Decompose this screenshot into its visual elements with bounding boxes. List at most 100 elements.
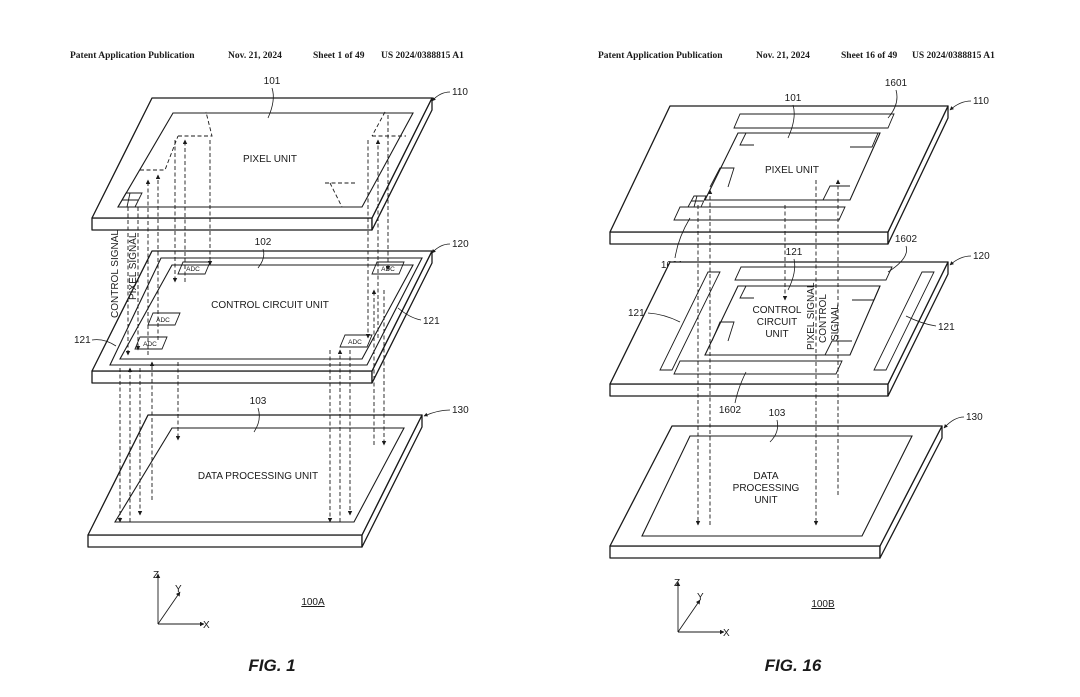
right-pixel-grid — [687, 195, 707, 208]
left-arrow-120 — [431, 243, 451, 254]
right-bar-1601-bottom — [673, 206, 846, 221]
left-leader-103 — [253, 407, 260, 433]
left-header-sheet: Sheet 1 of 49 — [313, 51, 365, 61]
left-ref-130: 130 — [452, 405, 469, 416]
right-data-layer: DATA PROCESSING UNIT 103 130 — [609, 408, 983, 559]
right-pixel-layer-front-edge — [609, 231, 889, 245]
right-control-inner-regions — [711, 285, 881, 356]
left-adc-box-low-right — [339, 334, 373, 348]
left-ref-101: 101 — [264, 76, 281, 87]
right-axis-z: Z — [674, 578, 680, 589]
left-adc-label-4: ADC — [143, 341, 157, 348]
left-leader-102 — [257, 248, 265, 269]
right-signal-lines — [695, 179, 841, 526]
left-control-circuit-unit-label: CONTROL CIRCUIT UNIT — [211, 300, 329, 311]
left-control-signal-label: CONTROL SIGNAL — [110, 230, 121, 318]
right-pixel-unit-area — [704, 132, 881, 201]
left-data-layer-top — [87, 414, 423, 536]
left-ref-121-left: 121 — [74, 335, 91, 346]
left-adc-box-top-right — [371, 261, 405, 275]
left-ref-103: 103 — [250, 396, 267, 407]
left-data-layer: DATA PROCESSING UNIT 103 130 — [87, 396, 469, 548]
right-leader-121-left — [647, 312, 681, 323]
right-control-layer-top — [609, 261, 949, 385]
right-data-layer-top — [609, 425, 943, 547]
left-header-date: Nov. 21, 2024 — [228, 51, 282, 61]
left-ref-121-right: 121 — [423, 316, 440, 327]
right-side-bar-right — [873, 271, 935, 371]
right-leader-1601-bottom — [674, 217, 691, 259]
right-control-layer: CONTROL CIRCUIT UNIT PIXEL SIGNAL CONTRO… — [609, 234, 990, 416]
right-bar-1602-top — [734, 266, 893, 281]
left-pixel-layer-top — [91, 97, 433, 219]
right-ref-130: 130 — [966, 412, 983, 423]
right-leader-121-top — [787, 258, 796, 291]
left-ref-110: 110 — [452, 87, 468, 98]
left-signal-lines-upper — [125, 115, 391, 356]
right-control-layer-front-edge — [609, 383, 889, 397]
left-pixel-layer-front-edge — [91, 217, 373, 231]
left-control-border — [109, 257, 423, 366]
left-leader-101 — [267, 87, 274, 119]
left-arrow-110 — [431, 91, 451, 102]
left-pixel-signal-label: PIXEL SIGNAL — [128, 232, 139, 300]
right-bar-1601-top — [733, 113, 895, 129]
right-axis-x: X — [723, 628, 730, 639]
right-arrow-110 — [949, 100, 972, 111]
left-arrow-130 — [423, 409, 451, 417]
right-leader-1601-top — [887, 89, 898, 119]
left-data-layer-front-edge — [87, 534, 363, 548]
right-data-label-2: PROCESSING — [733, 483, 800, 494]
right-control-label-3: UNIT — [765, 329, 788, 340]
left-pixel-unit-label: PIXEL UNIT — [243, 154, 297, 165]
right-data-layer-front-edge — [609, 545, 881, 559]
left-leader-121-left — [91, 339, 117, 347]
right-control-signal-label-2: SIGNAL — [830, 304, 841, 341]
right-control-label-1: CONTROL — [753, 305, 802, 316]
right-data-label-3: UNIT — [754, 495, 777, 506]
left-axis-x: X — [203, 620, 210, 631]
left-ref-102: 102 — [255, 237, 272, 248]
right-ref-103: 103 — [769, 408, 786, 419]
left-data-unit-area — [114, 427, 405, 523]
left-signal-lines-lower — [117, 289, 387, 523]
right-ref-110: 110 — [973, 96, 989, 107]
left-leader-121-right — [397, 307, 422, 321]
right-arrow-120 — [949, 255, 972, 266]
right-ref-101: 101 — [785, 93, 802, 104]
left-pixel-dashed-regions — [140, 111, 406, 208]
right-header-sheet: Sheet 16 of 49 — [841, 51, 897, 61]
right-axes: Z Y X — [674, 578, 730, 639]
left-header-number: US 2024/0388815 A1 — [381, 51, 464, 61]
right-figure-caption: FIG. 16 — [765, 656, 822, 675]
left-adc-label-3: ADC — [156, 317, 170, 324]
right-ref-1602-bottom: 1602 — [719, 405, 742, 416]
right-pixel-inner-regions — [709, 132, 879, 201]
left-adc-box-top-left — [177, 261, 211, 275]
right-leader-1602-top — [887, 245, 907, 273]
left-axis-z: Z — [153, 570, 159, 581]
left-control-unit-area — [119, 264, 414, 360]
right-ref-121-right: 121 — [938, 322, 955, 333]
right-pixel-signal-label: PIXEL SIGNAL — [806, 282, 817, 350]
right-figure: Patent Application Publication Nov. 21, … — [598, 51, 995, 675]
right-data-label-1: DATA — [753, 471, 779, 482]
right-control-signal-label-1: CONTROL — [818, 294, 829, 343]
left-adc-box-mid — [147, 312, 181, 326]
left-axis-y: Y — [175, 584, 182, 595]
left-adc-label-5: ADC — [348, 339, 362, 346]
left-data-processing-unit-label: DATA PROCESSING UNIT — [198, 471, 318, 482]
right-pixel-layer-top — [609, 105, 949, 233]
right-leader-103 — [769, 419, 779, 443]
right-leader-121-right — [905, 315, 937, 327]
right-ref-1602-top: 1602 — [895, 234, 918, 245]
left-figure-caption: FIG. 1 — [248, 656, 295, 675]
right-header-date: Nov. 21, 2024 — [756, 51, 810, 61]
left-ref-120: 120 — [452, 239, 469, 250]
left-pixel-unit-area — [117, 112, 414, 208]
right-leader-101 — [787, 104, 795, 139]
right-ref-121-left: 121 — [628, 308, 645, 319]
right-ref-1601-top: 1601 — [885, 78, 908, 89]
right-assembly-ref: 100B — [811, 599, 835, 610]
right-bar-1602-bottom — [673, 360, 843, 375]
